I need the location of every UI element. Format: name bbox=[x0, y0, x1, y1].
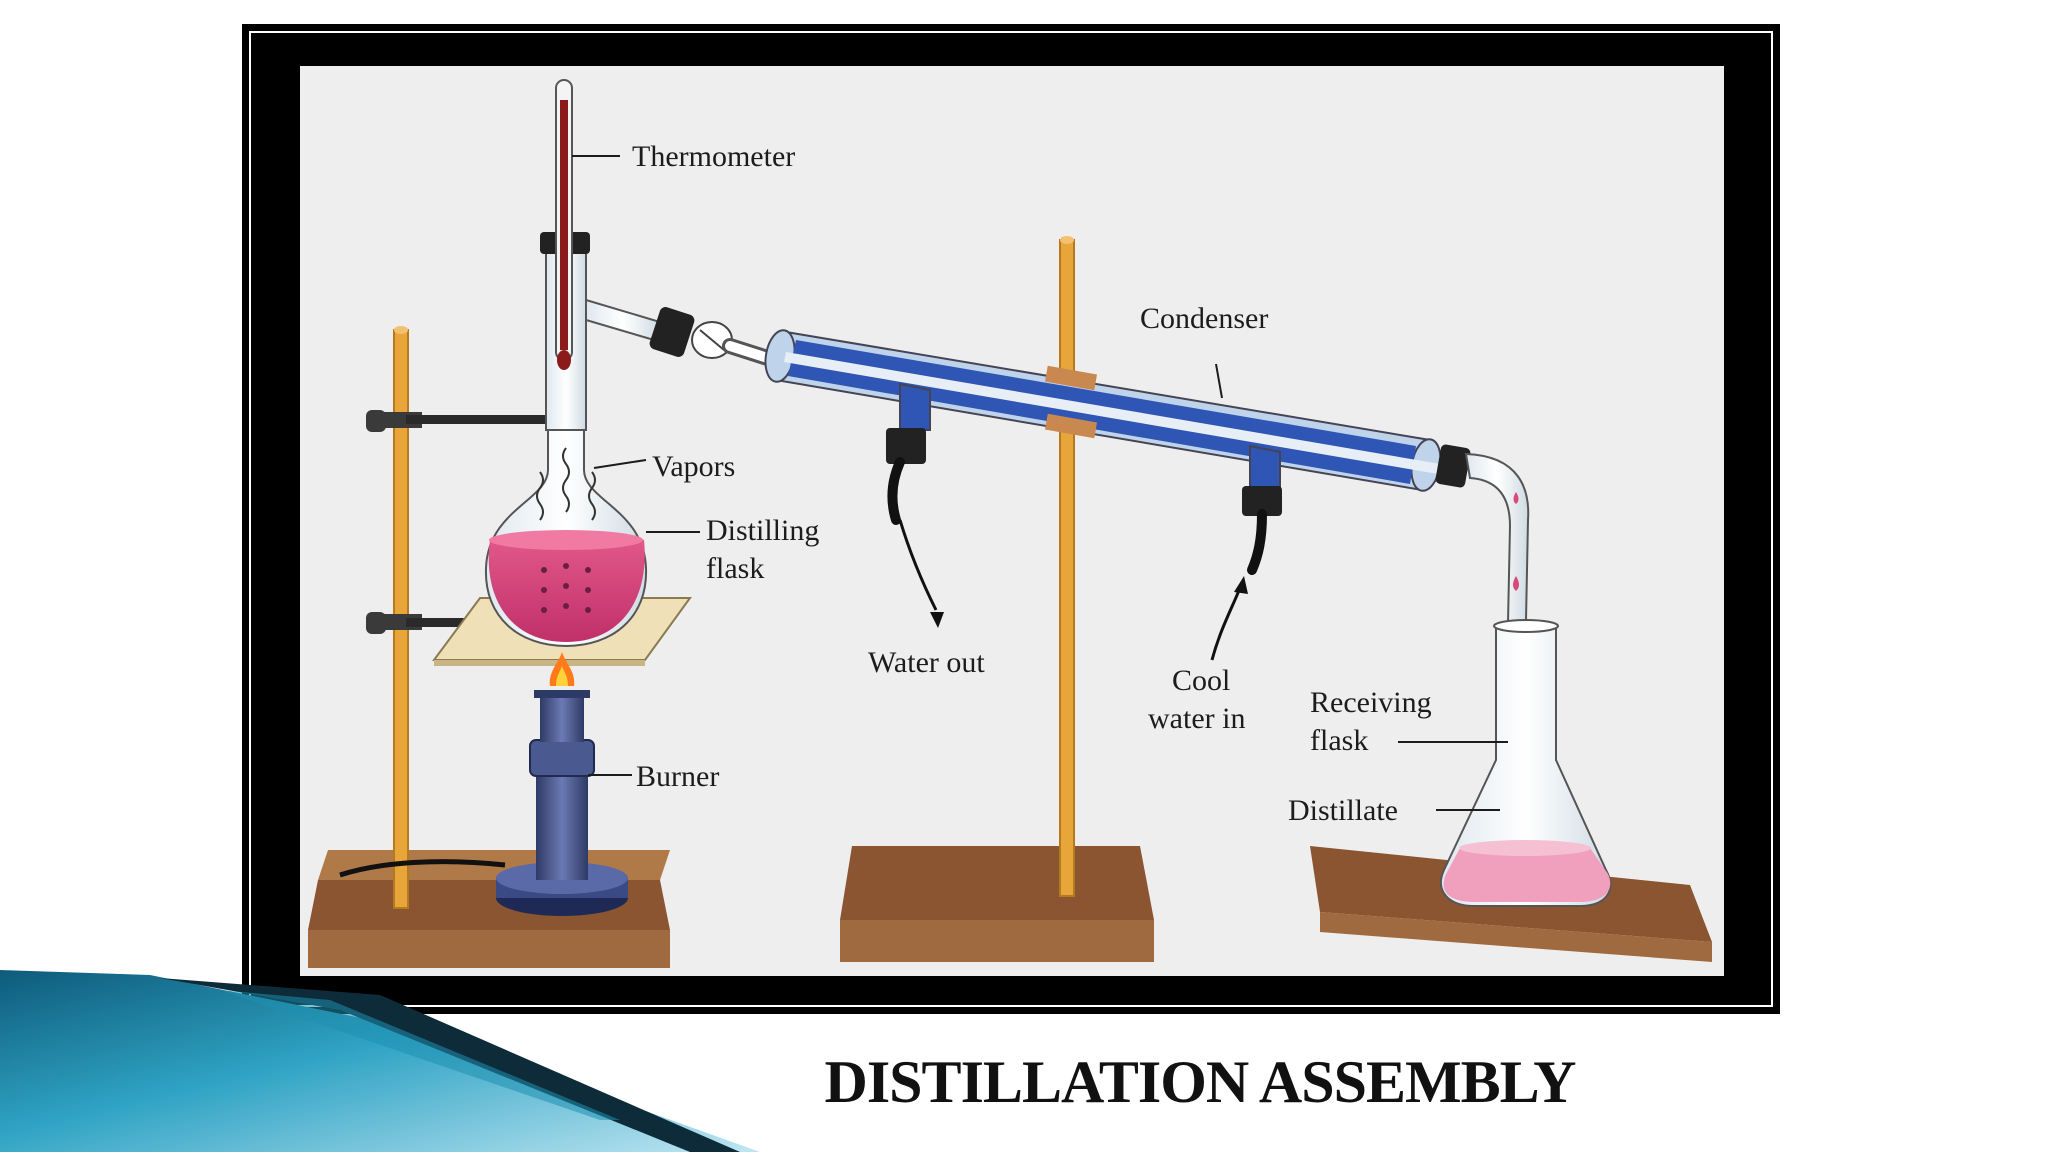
slide-title: DISTILLATION ASSEMBLY bbox=[824, 1049, 1577, 1115]
label-condenser: Condenser bbox=[1140, 302, 1268, 335]
label-distillate: Distillate bbox=[1288, 794, 1398, 827]
thermometer bbox=[555, 79, 620, 370]
cool-water-in-arrow bbox=[1210, 576, 1248, 661]
label-water-out: Water out bbox=[868, 646, 985, 679]
leader-lines bbox=[588, 459, 700, 776]
middle-ring-stand bbox=[840, 236, 1154, 962]
label-receiving-flask-line1: Receiving bbox=[1310, 686, 1432, 719]
label-distilling-flask-line2: flask bbox=[706, 552, 764, 585]
decorative-swoosh bbox=[0, 970, 760, 1152]
label-distilling-flask-line1: Distilling bbox=[706, 514, 819, 547]
condenser bbox=[764, 329, 1442, 575]
platform-clamp bbox=[366, 612, 506, 634]
label-burner: Burner bbox=[636, 760, 719, 793]
label-vapors: Vapors bbox=[652, 450, 735, 483]
bunsen-burner bbox=[339, 652, 628, 916]
receiving-flask bbox=[1398, 619, 1612, 907]
label-cool-water-in-line2: water in bbox=[1148, 702, 1245, 735]
label-receiving-flask-line2: flask bbox=[1310, 724, 1368, 757]
water-out-arrow bbox=[898, 519, 944, 628]
distilling-flask bbox=[484, 419, 648, 648]
label-cool-water-in-line1: Cool bbox=[1172, 664, 1230, 697]
label-thermometer: Thermometer bbox=[632, 140, 795, 173]
